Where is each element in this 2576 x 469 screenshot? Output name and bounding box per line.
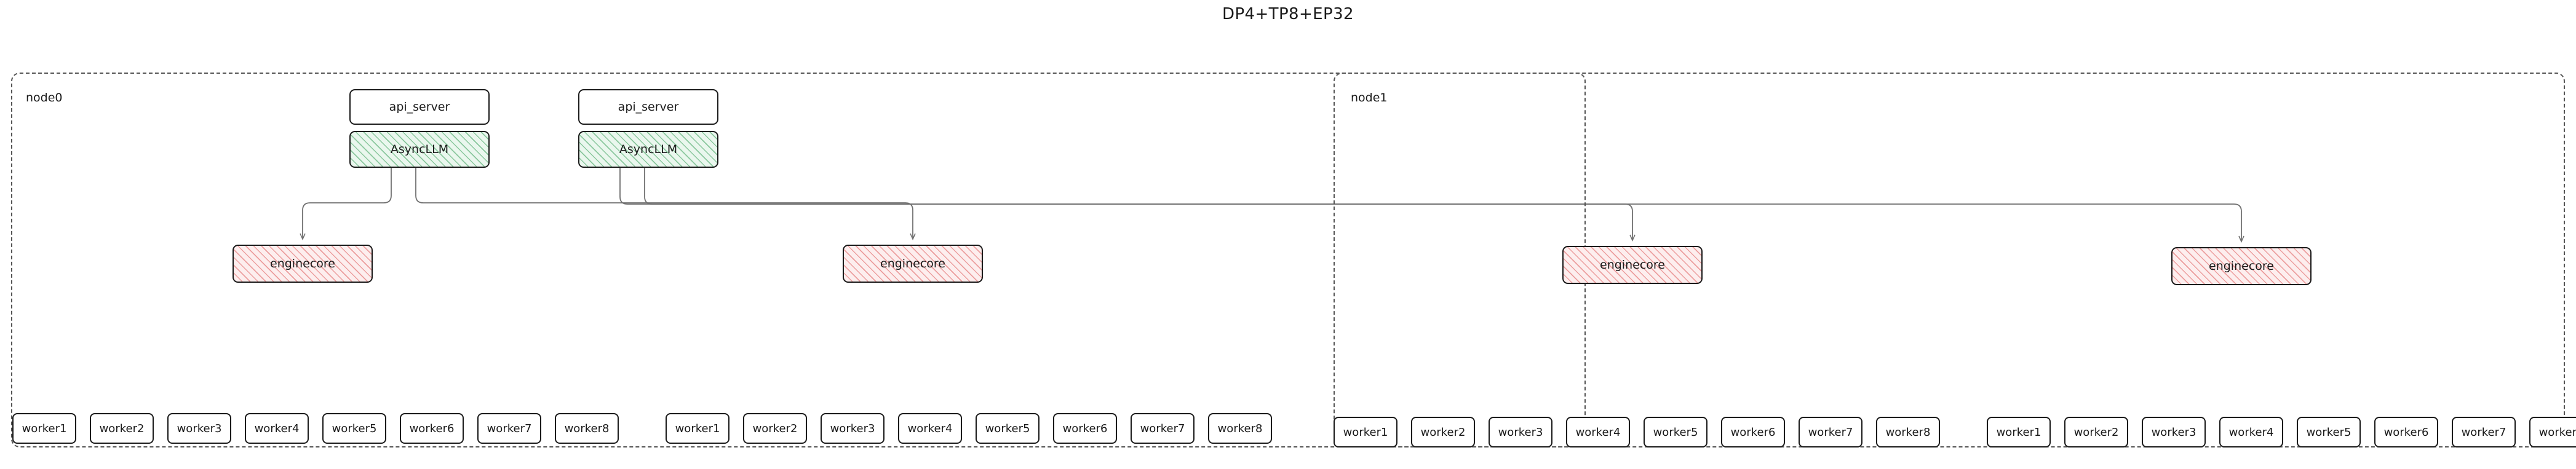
worker-box-node1-g0-1[interactable]: worker2 xyxy=(1411,417,1475,447)
worker-box-node0-g0-3[interactable]: worker4 xyxy=(245,413,309,444)
worker-box-node1-g1-6-label: worker7 xyxy=(2461,425,2506,439)
worker-box-node0-g0-4-label: worker5 xyxy=(332,422,377,435)
worker-box-node0-g1-4[interactable]: worker5 xyxy=(976,413,1040,444)
worker-box-node0-g1-1-label: worker2 xyxy=(752,422,798,435)
worker-box-node0-g0-2[interactable]: worker3 xyxy=(167,413,231,444)
worker-box-node0-g0-7-label: worker8 xyxy=(564,422,610,435)
worker-box-node0-g1-3-label: worker4 xyxy=(907,422,953,435)
worker-box-node1-g1-2-label: worker3 xyxy=(2151,425,2196,439)
worker-box-node1-g1-0[interactable]: worker1 xyxy=(1987,417,2051,447)
worker-box-node1-g1-5-label: worker6 xyxy=(2383,425,2429,439)
worker-box-node1-g1-1[interactable]: worker2 xyxy=(2064,417,2128,447)
node-label-node1: node1 xyxy=(1351,91,1388,104)
enginecore-box-node0-1-label: enginecore xyxy=(880,257,945,270)
worker-box-node1-g1-0-label: worker1 xyxy=(1996,425,2041,439)
worker-box-node1-g1-3-label: worker4 xyxy=(2228,425,2274,439)
worker-box-node0-g0-1-label: worker2 xyxy=(99,422,145,435)
api-server-box-node0-1[interactable]: api_server xyxy=(578,89,718,125)
worker-box-node0-g0-5-label: worker6 xyxy=(409,422,455,435)
worker-box-node0-g0-7[interactable]: worker8 xyxy=(555,413,619,444)
worker-box-node1-g1-7[interactable]: worker8 xyxy=(2529,417,2576,447)
worker-box-node1-g0-3[interactable]: worker4 xyxy=(1566,417,1630,447)
worker-box-node1-g1-5[interactable]: worker6 xyxy=(2374,417,2438,447)
worker-box-node1-g0-2-label: worker3 xyxy=(1498,425,1543,439)
worker-box-node0-g0-5[interactable]: worker6 xyxy=(400,413,464,444)
page-title: DP4+TP8+EP32 xyxy=(1222,5,1354,23)
asyncllm-box-node0-1[interactable]: AsyncLLM xyxy=(578,131,718,168)
worker-box-node1-g1-1-label: worker2 xyxy=(2073,425,2119,439)
worker-box-node0-g1-6-label: worker7 xyxy=(1140,422,1185,435)
worker-box-node1-g1-6[interactable]: worker7 xyxy=(2452,417,2516,447)
worker-box-node0-g1-2-label: worker3 xyxy=(830,422,875,435)
worker-box-node0-g0-0-label: worker1 xyxy=(22,422,67,435)
worker-box-node1-g1-3[interactable]: worker4 xyxy=(2219,417,2283,447)
enginecore-box-node1-0-label: enginecore xyxy=(1600,258,1665,272)
worker-box-node1-g0-1-label: worker2 xyxy=(1420,425,1466,439)
worker-box-node1-g1-2[interactable]: worker3 xyxy=(2142,417,2206,447)
node-label-node0: node0 xyxy=(26,91,63,104)
asyncllm-box-node0-1-label: AsyncLLM xyxy=(619,143,678,156)
enginecore-box-node0-0-label: enginecore xyxy=(270,257,335,270)
worker-box-node0-g0-4[interactable]: worker5 xyxy=(322,413,386,444)
worker-box-node0-g0-2-label: worker3 xyxy=(177,422,222,435)
enginecore-box-node0-0[interactable]: enginecore xyxy=(233,245,373,283)
worker-box-node0-g1-1[interactable]: worker2 xyxy=(743,413,807,444)
worker-box-node0-g1-3[interactable]: worker4 xyxy=(898,413,962,444)
worker-box-node1-g0-5-label: worker6 xyxy=(1730,425,1776,439)
worker-box-node0-g0-1[interactable]: worker2 xyxy=(90,413,154,444)
worker-box-node0-g0-6-label: worker7 xyxy=(487,422,532,435)
worker-box-node1-g1-4[interactable]: worker5 xyxy=(2297,417,2361,447)
worker-box-node1-g1-7-label: worker8 xyxy=(2538,425,2576,439)
worker-box-node1-g0-7-label: worker8 xyxy=(1885,425,1931,439)
worker-box-node1-g0-0-label: worker1 xyxy=(1343,425,1388,439)
worker-box-node1-g0-5[interactable]: worker6 xyxy=(1721,417,1785,447)
node-container-node1 xyxy=(1334,73,2565,447)
worker-box-node0-g1-0-label: worker1 xyxy=(675,422,720,435)
worker-box-node1-g0-6[interactable]: worker7 xyxy=(1799,417,1862,447)
worker-box-node1-g0-2[interactable]: worker3 xyxy=(1489,417,1552,447)
asyncllm-box-node0-0-label: AsyncLLM xyxy=(390,143,449,156)
worker-box-node0-g1-7-label: worker8 xyxy=(1217,422,1263,435)
enginecore-box-node0-1[interactable]: enginecore xyxy=(843,245,983,283)
worker-box-node1-g0-4-label: worker5 xyxy=(1653,425,1698,439)
enginecore-box-node1-1-label: enginecore xyxy=(2209,259,2274,273)
asyncllm-box-node0-0[interactable]: AsyncLLM xyxy=(349,131,490,168)
enginecore-box-node1-1[interactable]: enginecore xyxy=(2171,247,2312,285)
worker-box-node0-g0-3-label: worker4 xyxy=(254,422,300,435)
api-server-box-node0-0[interactable]: api_server xyxy=(349,89,490,125)
worker-box-node1-g0-6-label: worker7 xyxy=(1808,425,1853,439)
worker-box-node1-g0-0[interactable]: worker1 xyxy=(1334,417,1397,447)
worker-box-node0-g1-7[interactable]: worker8 xyxy=(1208,413,1272,444)
worker-box-node0-g1-4-label: worker5 xyxy=(985,422,1030,435)
api-server-box-node0-0-label: api_server xyxy=(389,100,450,114)
worker-box-node0-g0-6[interactable]: worker7 xyxy=(477,413,541,444)
worker-box-node1-g1-4-label: worker5 xyxy=(2306,425,2351,439)
worker-box-node0-g0-0[interactable]: worker1 xyxy=(12,413,76,444)
worker-box-node1-g0-4[interactable]: worker5 xyxy=(1644,417,1707,447)
worker-box-node0-g1-2[interactable]: worker3 xyxy=(821,413,885,444)
worker-box-node0-g1-5[interactable]: worker6 xyxy=(1053,413,1117,444)
worker-box-node0-g1-0[interactable]: worker1 xyxy=(666,413,729,444)
worker-box-node0-g1-5-label: worker6 xyxy=(1062,422,1108,435)
worker-box-node0-g1-6[interactable]: worker7 xyxy=(1131,413,1195,444)
worker-box-node1-g0-3-label: worker4 xyxy=(1575,425,1621,439)
enginecore-box-node1-0[interactable]: enginecore xyxy=(1562,246,1703,284)
worker-box-node1-g0-7[interactable]: worker8 xyxy=(1876,417,1940,447)
api-server-box-node0-1-label: api_server xyxy=(618,100,679,114)
